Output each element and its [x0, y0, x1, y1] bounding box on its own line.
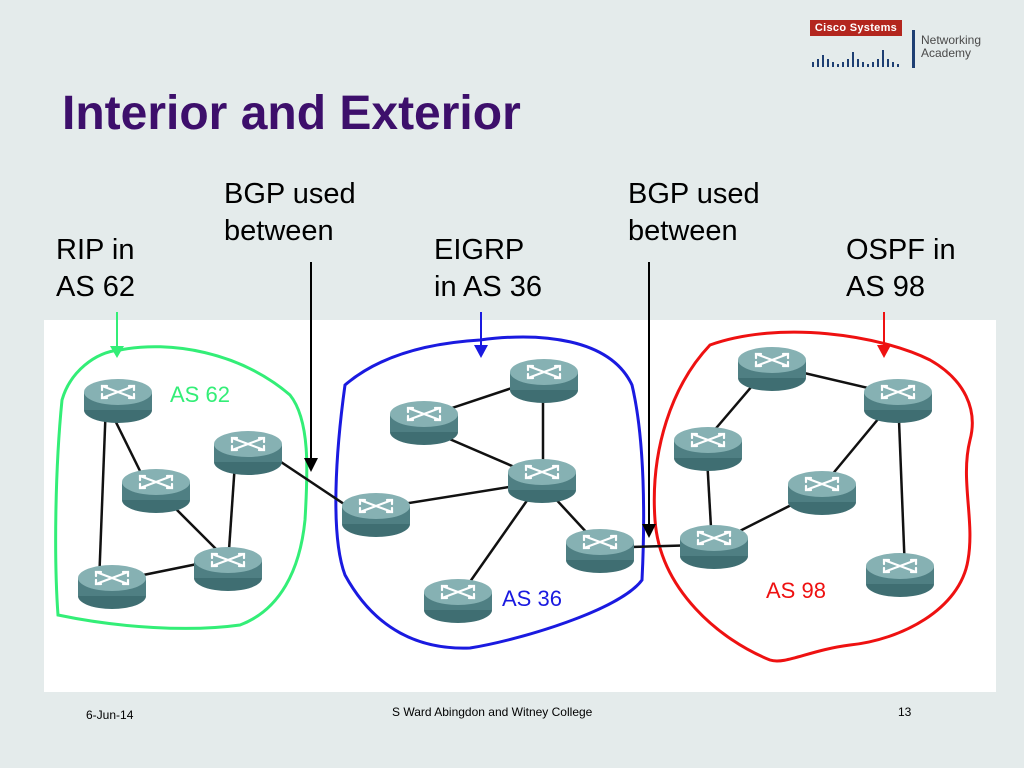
cisco-bridge-icon — [812, 50, 899, 67]
as98-label: AS 98 — [766, 578, 826, 603]
slide-title: Interior and Exterior — [62, 87, 521, 140]
as36-label: AS 36 — [502, 586, 562, 611]
router-icon — [192, 545, 264, 593]
router-icon — [422, 577, 494, 625]
router-icon — [786, 469, 858, 517]
router-icon — [506, 457, 578, 505]
bgp-left-arrowhead — [304, 458, 318, 472]
router-icon — [212, 429, 284, 477]
router-icon — [340, 491, 412, 539]
router-icon — [864, 551, 936, 599]
as98-boundary — [652, 330, 974, 663]
rip-arrowhead — [110, 346, 124, 358]
router-icon — [678, 523, 750, 571]
logo-divider — [912, 30, 915, 68]
ospf-arrowhead — [877, 345, 891, 358]
router-icon — [76, 563, 148, 611]
router-icon — [82, 377, 154, 425]
footer-page-number: 13 — [898, 705, 912, 719]
router-icon — [564, 527, 636, 575]
footer-author: S Ward Abingdon and Witney College — [392, 705, 593, 719]
router-icon — [672, 425, 744, 473]
bgp-right-arrowhead — [642, 524, 656, 538]
router-icon — [862, 377, 934, 425]
as36-boundary — [334, 335, 646, 650]
cisco-networking-academy-logo: Cisco Systems Networking Academy — [808, 20, 998, 72]
as62-label: AS 62 — [170, 382, 230, 407]
networking-academy-text: Networking Academy — [921, 33, 982, 60]
router-icon — [388, 399, 460, 447]
router-icon — [508, 357, 580, 405]
eigrp-arrowhead — [474, 345, 488, 358]
router-icon — [736, 345, 808, 393]
router-icon — [120, 467, 192, 515]
cisco-systems-wordmark: Cisco Systems — [810, 20, 902, 36]
as62-boundary — [54, 345, 309, 630]
footer-date: 6-Jun-14 — [86, 708, 134, 722]
